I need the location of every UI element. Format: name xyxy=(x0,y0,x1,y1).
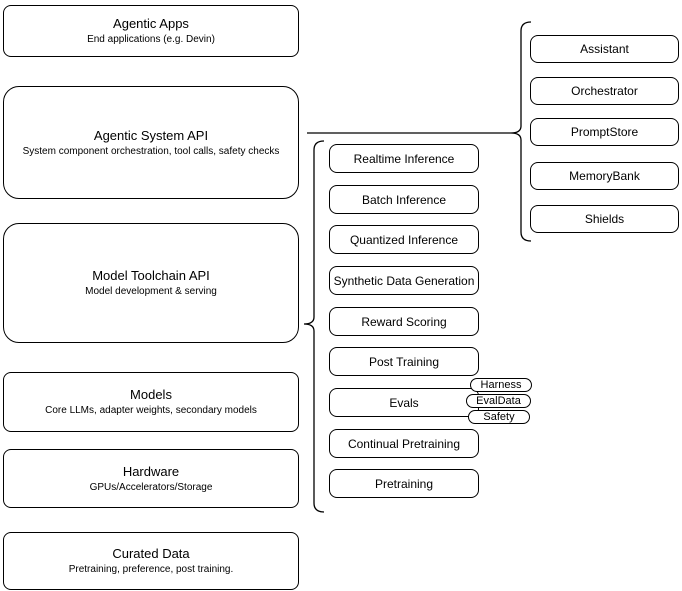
service-box-realtime-inference: Realtime Inference xyxy=(329,144,479,173)
toolchain-services-brace xyxy=(303,140,325,513)
box-agentic-system-api-subtitle: System component orchestration, tool cal… xyxy=(22,145,280,157)
system-components-brace xyxy=(510,21,532,242)
component-label: MemoryBank xyxy=(569,169,640,183)
service-box-synthetic-data-generation: Synthetic Data Generation xyxy=(329,266,479,295)
box-model-toolchain-api-title: Model Toolchain API xyxy=(92,268,210,283)
service-label: Synthetic Data Generation xyxy=(333,273,475,288)
pill-label: Safety xyxy=(483,411,515,423)
component-label: Assistant xyxy=(580,42,629,56)
box-agentic-apps: Agentic Apps End applications (e.g. Devi… xyxy=(3,5,299,57)
pill-harness: Harness xyxy=(470,378,532,392)
service-label: Reward Scoring xyxy=(361,314,447,329)
service-box-batch-inference: Batch Inference xyxy=(329,185,479,214)
component-label: Shields xyxy=(584,212,625,226)
box-models-title: Models xyxy=(130,387,172,402)
component-box-memorybank: MemoryBank xyxy=(530,162,679,190)
service-box-continual-pretraining: Continual Pretraining xyxy=(329,429,479,458)
service-label: Post Training xyxy=(368,354,440,369)
service-label: Evals xyxy=(389,395,419,410)
pill-evaldata: EvalData xyxy=(466,394,531,408)
box-curated-data-title: Curated Data xyxy=(112,546,190,561)
service-label: Quantized Inference xyxy=(349,232,459,247)
component-box-orchestrator: Orchestrator xyxy=(530,77,679,105)
pill-label: EvalData xyxy=(476,395,521,407)
service-box-post-training: Post Training xyxy=(329,347,479,376)
box-models: Models Core LLMs, adapter weights, secon… xyxy=(3,372,299,432)
component-box-promptstore: PromptStore xyxy=(530,118,679,146)
component-label: Orchestrator xyxy=(571,84,638,98)
box-hardware: Hardware GPUs/Accelerators/Storage xyxy=(3,449,299,508)
box-model-toolchain-api: Model Toolchain API Model development & … xyxy=(3,223,299,343)
component-label: PromptStore xyxy=(570,125,639,139)
box-agentic-system-api: Agentic System API System component orch… xyxy=(3,86,299,199)
box-curated-data: Curated Data Pretraining, preference, po… xyxy=(3,532,299,590)
box-hardware-subtitle: GPUs/Accelerators/Storage xyxy=(89,481,213,493)
service-label: Batch Inference xyxy=(361,192,447,207)
box-agentic-system-api-title: Agentic System API xyxy=(93,127,209,143)
box-models-subtitle: Core LLMs, adapter weights, secondary mo… xyxy=(45,405,257,416)
service-label: Continual Pretraining xyxy=(347,436,461,451)
service-box-reward-scoring: Reward Scoring xyxy=(329,307,479,336)
box-agentic-apps-subtitle: End applications (e.g. Devin) xyxy=(87,34,215,45)
service-box-evals: Evals xyxy=(329,388,479,417)
service-box-pretraining: Pretraining xyxy=(329,469,479,498)
box-agentic-apps-title: Agentic Apps xyxy=(113,16,189,31)
box-model-toolchain-api-subtitle: Model development & serving xyxy=(85,286,217,297)
service-label: Realtime Inference xyxy=(353,151,455,166)
pill-label: Harness xyxy=(480,379,522,391)
box-curated-data-subtitle: Pretraining, preference, post training. xyxy=(68,564,234,575)
service-label: Pretraining xyxy=(374,476,434,491)
box-hardware-title: Hardware xyxy=(122,463,180,479)
component-box-shields: Shields xyxy=(530,205,679,233)
component-box-assistant: Assistant xyxy=(530,35,679,63)
service-box-quantized-inference: Quantized Inference xyxy=(329,225,479,254)
pill-safety: Safety xyxy=(468,410,530,424)
